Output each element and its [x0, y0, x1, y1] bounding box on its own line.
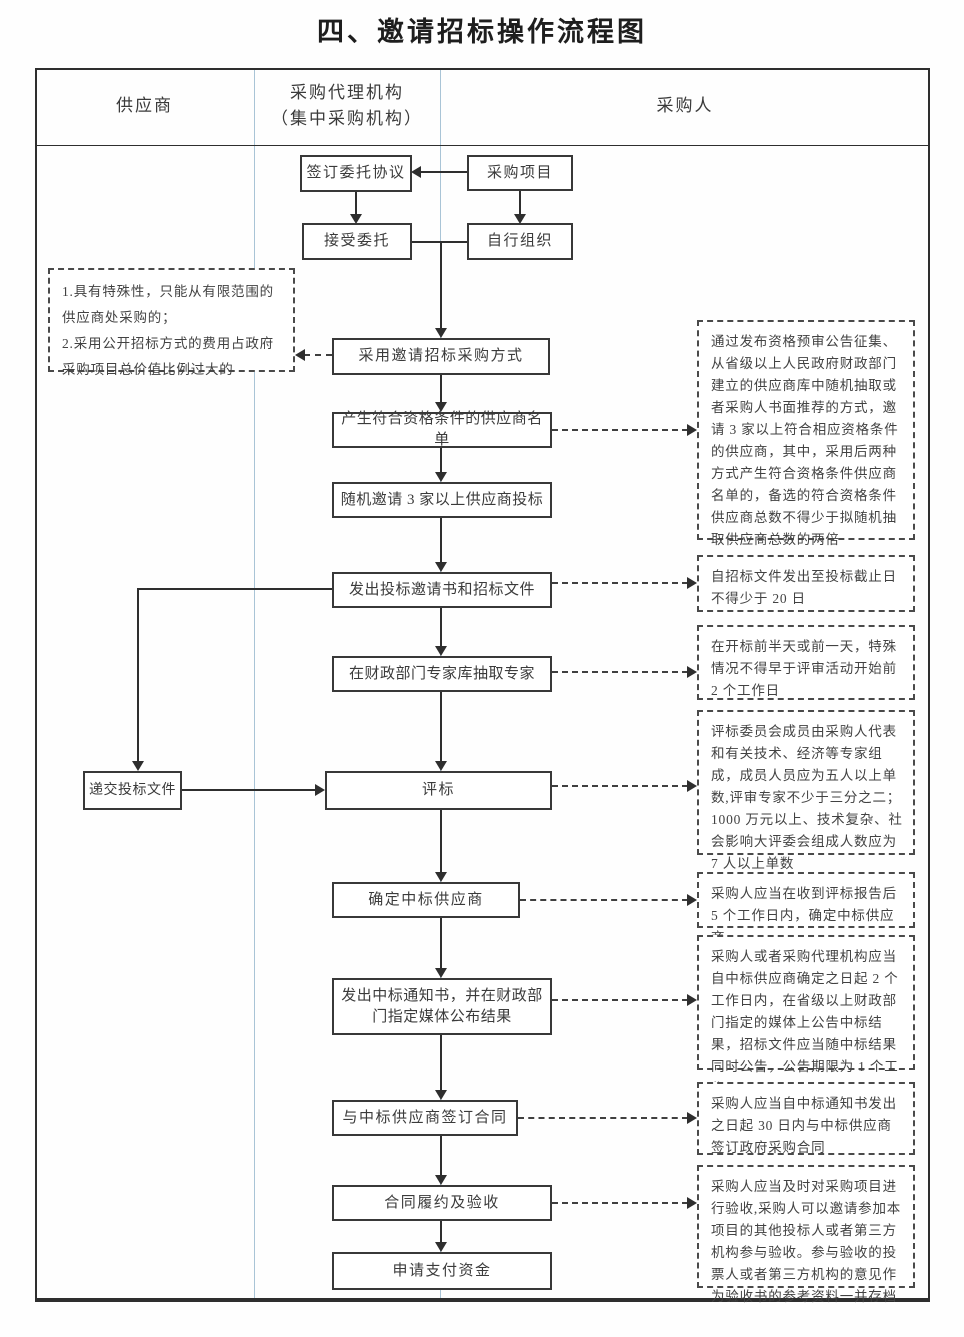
flow-box-draw-experts: 在财政部门专家库抽取专家 — [332, 656, 552, 692]
flow-box-self-organize: 自行组织 — [467, 223, 573, 260]
connector-line — [440, 374, 442, 403]
flow-box-submit-bid: 递交投标文件 — [83, 771, 182, 810]
flow-box-sign-contract: 与中标供应商签订合同 — [332, 1100, 518, 1136]
connector-line — [440, 448, 442, 473]
dashed-connector — [552, 1202, 688, 1204]
arrow-down — [435, 328, 447, 338]
flow-box-determine-winner: 确定中标供应商 — [332, 882, 520, 918]
connector-line — [519, 191, 521, 214]
arrow-down — [435, 562, 447, 572]
arrow-right — [687, 894, 697, 906]
arrow-right — [687, 994, 697, 1006]
dashed-connector — [518, 1117, 688, 1119]
dashed-connector — [552, 582, 688, 584]
dashed-connector — [552, 999, 688, 1001]
flow-box-procurement-project: 采购项目 — [467, 155, 573, 191]
lane-header-supplier: 供应商 — [116, 96, 173, 115]
connector-line — [440, 608, 442, 647]
arrow-right — [315, 784, 325, 796]
arrow-right — [687, 577, 697, 589]
note-box-acceptance-rules: 采购人应当及时对采购项目进行验收,采购人可以邀请参加本项目的其他投标人或者第三方… — [697, 1165, 915, 1304]
flow-box-payment: 申请支付资金 — [332, 1252, 552, 1290]
flow-box-issue-documents: 发出投标邀请书和招标文件 — [332, 572, 552, 608]
dashed-connector — [520, 899, 688, 901]
connector-line — [412, 241, 467, 243]
connector-line — [440, 810, 442, 873]
connector-line — [420, 171, 467, 173]
connector-line — [440, 1136, 442, 1176]
arrow-down — [435, 402, 447, 412]
arrow-down — [435, 472, 447, 482]
connector-line — [440, 518, 442, 563]
note-box-announce-rules: 采购人或者采购代理机构应当自中标供应商确定之日起 2 个工作日内，在省级以上财政… — [697, 935, 915, 1096]
connector-line — [182, 789, 316, 791]
connector-line — [137, 588, 139, 762]
note-box-contract-30-days: 采购人应当自中标通知书发出之日起 30 日内与中标供应商签订政府采购合同 — [697, 1082, 915, 1155]
arrow-right — [687, 780, 697, 792]
lane-header-purchaser: 采购人 — [656, 96, 714, 115]
connector-line — [440, 1035, 442, 1091]
arrow-down — [435, 761, 447, 771]
arrow-down — [435, 1090, 447, 1100]
flow-box-announce-result: 发出中标通知书，并在财政部门指定媒体公布结果 — [332, 978, 552, 1035]
arrow-down — [514, 214, 526, 224]
flow-box-accept-entrust: 接受委托 — [302, 223, 412, 260]
note-box-determine-5-days: 采购人应当在收到评标报告后 5 个工作日内，确定中标供应商 — [697, 872, 915, 945]
arrow-left — [295, 349, 305, 361]
arrow-right — [687, 1112, 697, 1124]
arrow-down — [435, 872, 447, 882]
page-title: 四、邀请招标操作流程图 — [317, 17, 647, 47]
arrow-right — [687, 424, 697, 436]
arrow-down — [435, 1175, 447, 1185]
arrow-left — [411, 166, 421, 178]
dashed-connector — [552, 785, 688, 787]
arrow-down — [350, 214, 362, 224]
arrow-right — [687, 666, 697, 678]
connector-line — [440, 1221, 442, 1243]
dashed-connector — [304, 354, 332, 356]
diagram-frame — [35, 68, 930, 1302]
note-box-supplier-sourcing: 通过发布资格预审公告征集、从省级以上人民政府财政部门建立的供应商库中随机抽取或者… — [697, 320, 915, 547]
flow-box-method: 采用邀请招标采购方式 — [332, 338, 550, 375]
note-box-20-days: 自招标文件发出至投标截止日不得少于 20 日 — [697, 555, 915, 612]
arrow-down — [435, 1242, 447, 1252]
connector-line — [440, 241, 442, 330]
flow-box-shortlist: 产生符合资格条件的供应商名单 — [332, 411, 552, 448]
flow-box-acceptance: 合同履约及验收 — [332, 1185, 552, 1221]
arrow-down — [132, 761, 144, 771]
flow-box-invite-three: 随机邀请 3 家以上供应商投标 — [332, 482, 552, 518]
lane-header-agency: 采购代理机构 （集中采购机构） — [254, 80, 440, 132]
arrow-down — [435, 646, 447, 656]
arrow-right — [687, 1197, 697, 1209]
dashed-connector — [552, 671, 688, 673]
connector-line — [355, 192, 357, 216]
flow-box-sign-agreement: 签订委托协议 — [300, 155, 412, 192]
dashed-connector — [552, 429, 688, 431]
arrow-down — [435, 968, 447, 978]
connector-line — [440, 918, 442, 969]
note-box-expert-timing: 在开标前半天或前一天，特殊情况不得早于评审活动开始前 2 个工作日 — [697, 625, 915, 700]
note-box-committee: 评标委员会成员由采购人代表和有关技术、经济等专家组成，成员人员应为五人以上单数,… — [697, 710, 915, 871]
flow-box-evaluation: 评标 — [325, 771, 552, 810]
lane-header-agency-line1: 采购代理机构 — [290, 83, 404, 102]
lane-divider-1 — [254, 70, 255, 1300]
connector-line — [440, 692, 442, 762]
lane-header-agency-line2: （集中采购机构） — [271, 109, 423, 128]
note-box-left-conditions: 1.具有特殊性，只能从有限范围的供应商处采购的； 2.采用公开招标方式的费用占政… — [48, 268, 295, 377]
connector-line — [137, 588, 332, 590]
header-separator — [36, 145, 929, 146]
